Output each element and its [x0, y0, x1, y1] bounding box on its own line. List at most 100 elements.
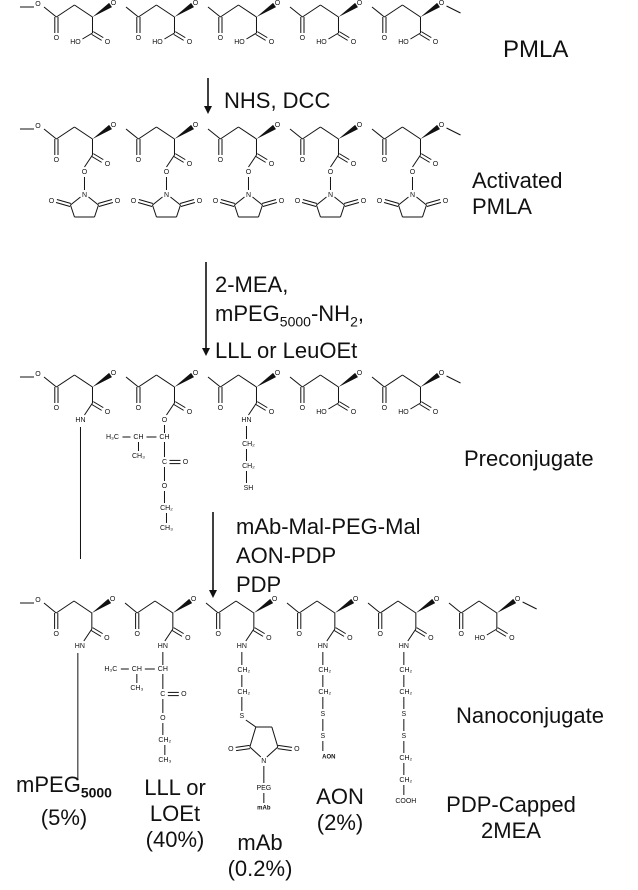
ring-bond	[88, 196, 99, 206]
wedge-bond	[420, 124, 440, 139]
arrow-head	[202, 348, 210, 356]
backbone-oxygen: O	[111, 370, 117, 377]
carbonyl-oxygen: O	[300, 35, 306, 42]
disulfide-sulfur: S	[321, 711, 326, 718]
component-mab: mAb (0.2%)	[215, 830, 305, 882]
ester-oxygen: O	[162, 417, 168, 424]
step2-line1: 2-MEA,	[215, 272, 289, 297]
imide-carbonyl	[425, 198, 441, 204]
step2-reagents: 2-MEA, mPEG5000-NH2, LLL or LeuOEt	[215, 270, 364, 365]
backbone-bond	[125, 376, 139, 388]
hydroxyl-label: HO	[234, 39, 245, 46]
acid-carbonyl	[495, 629, 507, 637]
backbone-bond	[55, 600, 75, 614]
backbone-bond	[207, 128, 221, 140]
acid-oxygen: O	[509, 635, 515, 642]
backbone-bond	[124, 602, 138, 614]
arrow-head	[204, 106, 212, 114]
imide-carbonyl	[262, 202, 278, 208]
amide-carbonyl	[414, 629, 426, 637]
amide-carbonyl	[416, 627, 427, 635]
backbone-oxygen: O	[353, 596, 359, 603]
ester-bond	[412, 154, 421, 168]
leu-carbonyl-oxygen: O	[183, 459, 189, 466]
arrow-head	[209, 590, 217, 598]
leu-alpha: CH	[158, 666, 168, 673]
imide-carbonyl	[137, 202, 153, 208]
ester-oxygen: O	[164, 169, 170, 176]
amide-bond	[164, 628, 174, 642]
component-mab-pct: (0.2%)	[227, 856, 293, 881]
backbone-oxygen: O	[35, 1, 41, 8]
backbone-bond	[125, 6, 139, 18]
imide-oxygen: O	[294, 746, 300, 753]
amide-bond	[84, 402, 93, 416]
backbone-oxygen: O	[193, 370, 199, 377]
wedge-bond	[338, 372, 358, 387]
carbonyl-oxygen: O	[136, 35, 142, 42]
imide-carbonyl	[97, 198, 113, 204]
mab-small-label: mAb	[257, 806, 271, 812]
nhs-nitrogen: N	[410, 192, 415, 199]
acid-bond	[328, 402, 339, 410]
wedge-bond	[92, 2, 112, 17]
ring-bond	[316, 196, 327, 206]
backbone-bond	[43, 602, 57, 614]
amide-oxygen: O	[428, 635, 434, 642]
backbone-oxygen: O	[515, 596, 521, 603]
ester-carbonyl	[91, 155, 102, 163]
thiol: SH	[244, 485, 254, 492]
amide-nh: HN	[241, 417, 251, 424]
imide-oxygen: O	[131, 198, 137, 205]
ring-bond	[234, 204, 239, 218]
leu-ester-oxygen: O	[162, 483, 168, 490]
amide-nh: HN	[75, 417, 85, 424]
hydroxyl-label: HO	[475, 635, 486, 642]
carbonyl-oxygen: O	[382, 157, 388, 164]
amide-carbonyl	[335, 627, 346, 635]
thioether-sulfur: S	[240, 713, 245, 720]
linker-ch2: CH₂	[318, 689, 331, 696]
acid-carbonyl	[421, 401, 432, 409]
imide-oxygen: O	[49, 198, 55, 205]
ester-carbonyl	[173, 155, 184, 163]
ring-bond	[258, 204, 263, 218]
backbone-bond	[448, 602, 462, 614]
ethyl-ch3: CH₃	[158, 757, 171, 764]
backbone-bond	[43, 376, 57, 388]
component-mpeg: mPEG5000 (5%)	[4, 772, 124, 831]
nhs-nitrogen: N	[328, 192, 333, 199]
backbone-bond	[138, 4, 157, 18]
backbone-bond	[43, 6, 57, 18]
maleimide-nitrogen: N	[261, 758, 266, 765]
ring-bond	[249, 746, 262, 758]
ester-oxygen: O	[187, 161, 193, 168]
backbone-bond	[238, 126, 257, 140]
amide-carbonyl	[171, 629, 183, 637]
acid-bond	[328, 32, 339, 40]
wedge-bond	[420, 372, 440, 387]
step3-reagents: mAb-Mal-PEG-Mal AON-PDP PDP	[236, 512, 421, 599]
step2-line2: mPEG5000-NH2,	[215, 299, 364, 336]
ethyl-ch3: CH₃	[160, 525, 173, 532]
acid-carbonyl	[339, 401, 350, 409]
ester-carbonyl	[421, 153, 432, 161]
linker-ch2: CH₂	[399, 667, 412, 674]
carbonyl-oxygen: O	[296, 631, 302, 638]
imide-carbonyl	[344, 202, 360, 208]
leu-methyl: CH₃	[132, 453, 145, 460]
acid-bond	[164, 32, 175, 40]
imide-carbonyl	[220, 198, 236, 204]
amide-nh: HN	[75, 643, 85, 650]
imide-carbonyl	[235, 748, 251, 752]
carbonyl-oxygen: O	[300, 157, 306, 164]
leu-gamma: CH	[133, 434, 143, 441]
step2-mpeg-sub: 5000	[279, 313, 311, 330]
leu-carbonyl-carbon: C	[160, 691, 165, 698]
component-pdp-line1: PDP-Capped	[446, 792, 576, 817]
backbone-bond	[43, 128, 57, 140]
backbone-bond	[320, 4, 339, 18]
step2-line3: LLL or LeuOEt	[215, 338, 358, 364]
step3-line3: PDP	[236, 572, 282, 597]
